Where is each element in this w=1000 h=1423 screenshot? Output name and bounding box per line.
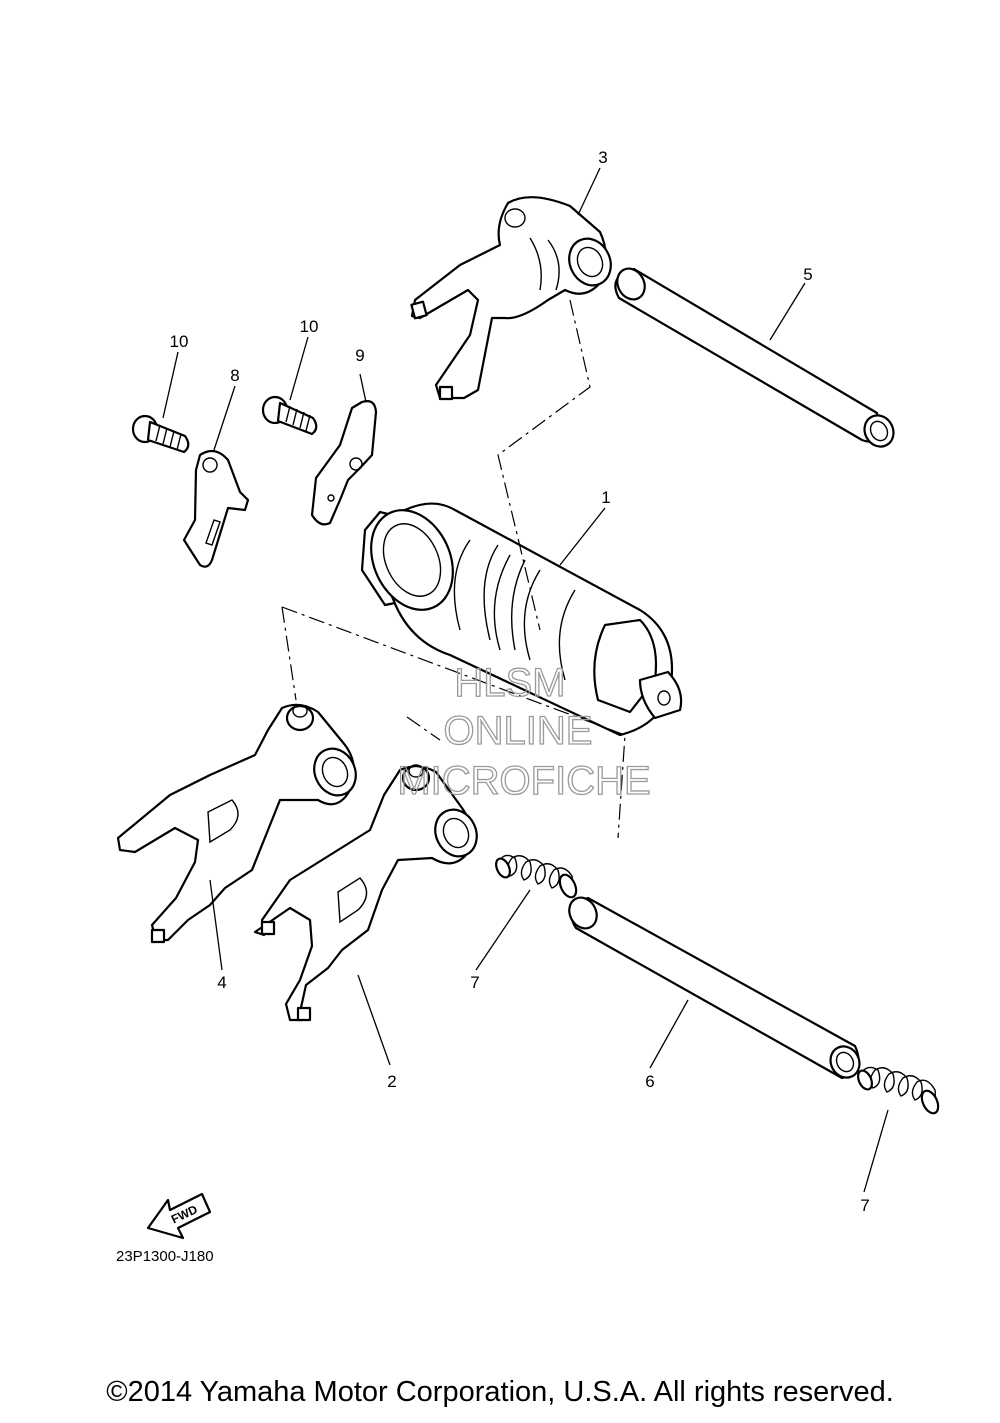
callout-10-left: 10	[170, 332, 189, 351]
segment-plate-9	[310, 400, 378, 526]
shift-fork-3	[410, 196, 612, 401]
callout-3: 3	[598, 148, 607, 167]
shift-fork-4	[116, 703, 357, 944]
assembly-centerlines	[281, 299, 626, 839]
callout-8: 8	[230, 366, 239, 385]
callout-7-upper: 7	[470, 973, 479, 992]
segment-plate-8	[182, 449, 250, 568]
shift-fork-2	[253, 764, 478, 1022]
callout-2: 2	[387, 1072, 396, 1091]
shift-fork-shaft-upper	[614, 267, 895, 448]
shift-fork-shaft-lower	[568, 896, 861, 1080]
leader-lines	[162, 167, 889, 1193]
callout-4: 4	[217, 973, 226, 992]
watermark-line-3: MICROFICHE	[397, 759, 650, 803]
callout-6: 6	[645, 1072, 654, 1091]
bolt-10-right	[261, 395, 318, 436]
spring-7-upper	[495, 854, 578, 899]
spring-7-lower	[857, 1066, 940, 1115]
watermark-line-1: HLSM	[454, 661, 565, 705]
watermark: HLSM ONLINE MICROFICHE	[397, 660, 652, 803]
reference-code: 23P1300-J180	[116, 1248, 214, 1265]
watermark-line-2: ONLINE	[444, 709, 593, 753]
copyright-notice: ©2014 Yamaha Motor Corporation, U.S.A. A…	[106, 1376, 894, 1408]
callout-5: 5	[803, 265, 812, 284]
callout-1: 1	[601, 488, 610, 507]
callout-10-right: 10	[300, 317, 319, 336]
shift-drum-1	[360, 502, 683, 737]
forward-arrow-icon: FWD	[146, 1192, 212, 1240]
callout-9: 9	[355, 346, 364, 365]
bolt-10-left	[131, 414, 190, 454]
callout-numbers: 3 5 10 10 8 9 1 4 7 2 6 7	[170, 148, 870, 1215]
callout-7-lower: 7	[860, 1196, 869, 1215]
